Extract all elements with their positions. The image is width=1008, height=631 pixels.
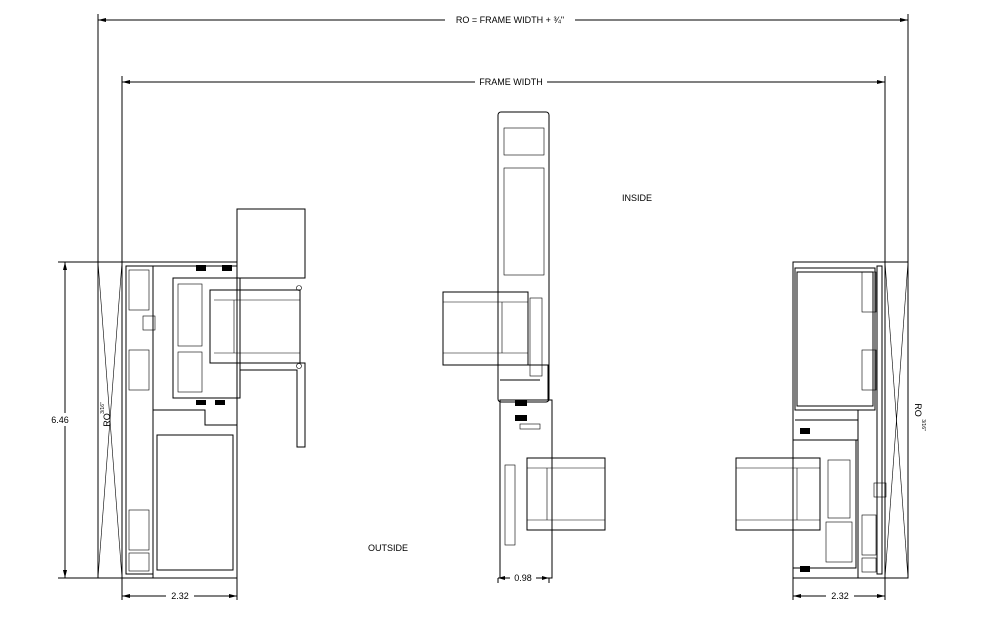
- frame-width-label: FRAME WIDTH: [479, 77, 543, 87]
- left-jamb-section: RO 3/16" 2.32: [97, 208, 306, 602]
- center-interlock-section: 0.98: [442, 111, 606, 584]
- svg-text:3/16": 3/16": [100, 402, 106, 414]
- height-label: 6.46: [51, 415, 69, 425]
- ro-dimension: RO = FRAME WIDTH + ¾": [97, 13, 909, 578]
- ro-dimension-label: RO = FRAME WIDTH + ¾": [456, 15, 564, 25]
- mullion-depth-label: 0.98: [514, 573, 532, 583]
- svg-text:3/16": 3/16": [920, 419, 926, 431]
- outside-label: OUTSIDE: [368, 543, 408, 553]
- height-dimension: 6.46: [45, 261, 98, 579]
- shim-left-label: RO: [102, 413, 112, 427]
- inside-label: INSIDE: [622, 193, 652, 203]
- left-frame-depth-label: 2.32: [171, 591, 189, 601]
- right-frame-depth-label: 2.32: [831, 591, 849, 601]
- frame-width-dimension: FRAME WIDTH: [121, 75, 886, 262]
- right-jamb-section: RO 3/16" 2.32: [735, 261, 926, 602]
- shim-right-label: RO: [913, 403, 923, 417]
